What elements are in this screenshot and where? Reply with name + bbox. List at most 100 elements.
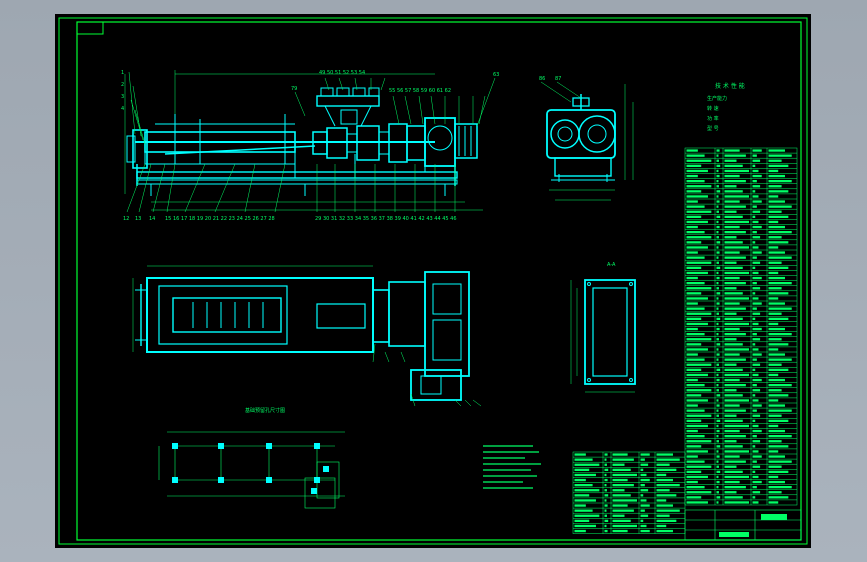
table-cell-text (768, 200, 785, 203)
table-cell-text (686, 317, 702, 320)
table-cell-text (604, 458, 607, 461)
table-cell-text (724, 276, 740, 280)
table-cell-text (724, 475, 749, 479)
table-cell-text (716, 169, 719, 173)
table-cell-text (724, 312, 737, 315)
table-cell-text (604, 519, 609, 522)
table-cell-text (752, 251, 762, 254)
table-cell-text (724, 271, 749, 275)
table-cell-text (612, 484, 634, 487)
svg-text:13: 13 (135, 216, 141, 222)
front-elevation-view (124, 70, 483, 211)
table-cell-text (768, 282, 792, 285)
table-cell-text (768, 424, 779, 428)
table-cell-text (612, 494, 631, 497)
table-cell-text (768, 154, 792, 157)
table-cell-text (724, 236, 737, 239)
table-cell-text (574, 524, 596, 528)
table-cell-text (716, 149, 720, 152)
table-cell-text (724, 261, 737, 264)
table-cell-text (716, 358, 719, 361)
table-cell-text (604, 473, 607, 477)
table-cell-text (752, 302, 762, 305)
table-cell-text (768, 343, 789, 346)
table-cell-text (686, 174, 698, 178)
table-cell-text (752, 261, 761, 264)
table-cell-text (574, 468, 590, 471)
table-cell-text (752, 373, 759, 377)
table-cell-text (612, 453, 628, 456)
table-cell-text (716, 215, 721, 218)
parts-list-table-bottom (572, 451, 686, 534)
table-cell-text (768, 373, 779, 377)
table-cell-text (768, 276, 785, 280)
table-cell-text (716, 261, 719, 264)
table-cell-text (574, 529, 586, 533)
table-cell-text (724, 486, 746, 489)
title-tab-icon (76, 21, 104, 35)
table-cell-text (768, 307, 792, 310)
table-cell-text (716, 266, 721, 269)
table-cell-text (716, 312, 719, 315)
table-cell-text (686, 440, 712, 443)
foundation-layout (158, 431, 345, 509)
table-cell-text (752, 389, 761, 392)
table-cell-text (686, 404, 698, 407)
table-cell-text (768, 327, 785, 331)
svg-text:29 30 31 32 33 34 35 36 37 38: 29 30 31 32 33 34 35 36 37 38 39 40 41 4… (315, 216, 457, 222)
table-cell-text (724, 210, 737, 213)
table-cell-text (604, 504, 608, 507)
svg-text:79: 79 (291, 86, 297, 92)
table-cell-text (716, 174, 720, 178)
table-cell-text (716, 343, 721, 346)
table-cell-text (686, 389, 712, 392)
table-cell-text (752, 236, 761, 239)
table-cell-text (686, 322, 708, 326)
table-cell-text (716, 399, 719, 402)
table-cell-text (656, 484, 680, 487)
table-cell-text (574, 489, 600, 492)
table-cell-text (752, 215, 756, 218)
table-cell-text (686, 149, 698, 152)
table-cell-text (574, 499, 596, 502)
table-cell-text (612, 458, 634, 461)
table-cell-text (686, 353, 698, 356)
table-cell-text (768, 496, 789, 499)
table-cell-text (752, 358, 757, 361)
table-cell-text (686, 384, 705, 387)
table-cell-text (768, 450, 779, 453)
tech-param-label: 生产能力 (707, 95, 727, 102)
table-cell-text (768, 149, 785, 152)
table-cell-text (752, 317, 756, 320)
table-cell-text (574, 473, 596, 477)
table-cell-text (724, 491, 737, 494)
table-cell-text (716, 195, 719, 198)
svg-text:49 50 51 52 53 54: 49 50 51 52 53 54 (319, 70, 365, 76)
table-cell-text (716, 322, 719, 326)
tech-param-label: 转 速 (707, 105, 719, 112)
table-cell-text (656, 494, 677, 497)
table-cell-text (686, 169, 708, 173)
table-cell-text (768, 246, 779, 249)
table-cell-text (574, 463, 600, 466)
table-cell-text (724, 174, 740, 178)
table-cell-text (768, 164, 789, 167)
table-cell-text (612, 478, 628, 482)
table-cell-text (686, 358, 705, 361)
table-cell-text (768, 261, 782, 264)
table-cell-text (686, 190, 702, 193)
table-cell-text (686, 409, 705, 412)
table-cell-text (768, 378, 785, 382)
table-cell-text (686, 465, 712, 468)
table-cell-text (724, 241, 743, 244)
table-cell-text (768, 358, 792, 361)
table-cell-text (752, 164, 756, 167)
table-cell-text (724, 496, 743, 499)
table-cell-text (724, 327, 740, 331)
table-cell-text (686, 164, 702, 167)
table-cell-text (686, 246, 708, 249)
table-cell-text (656, 529, 673, 533)
